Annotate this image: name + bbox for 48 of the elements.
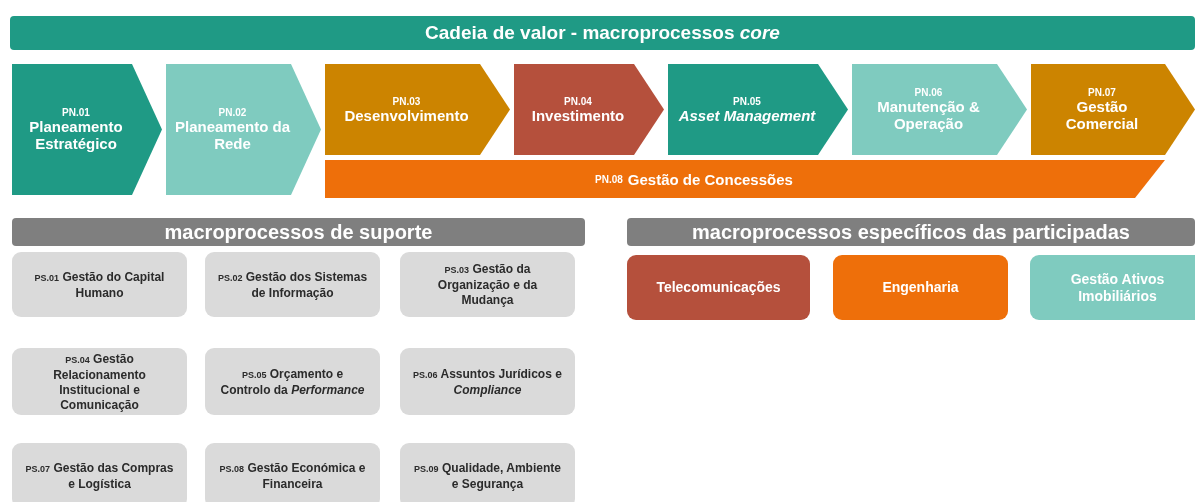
value-chain-step bbox=[1031, 64, 1195, 155]
process-code: PN.04 bbox=[564, 95, 592, 107]
process-code: PN.01 bbox=[62, 107, 90, 118]
process-label: PS.04 Gestão Relacionamento Institucional e Comunicação bbox=[52, 351, 147, 412]
process-label: PS.08 Gestão Económica e Financeira bbox=[218, 460, 367, 491]
value-chain-step bbox=[12, 64, 162, 195]
process-box bbox=[205, 252, 380, 317]
section-header: macroprocessos de suporte bbox=[12, 218, 585, 246]
value-chain-step bbox=[668, 64, 848, 155]
process-box: Engenharia bbox=[833, 255, 1008, 320]
process-box bbox=[400, 348, 575, 415]
process-label: PS.01 Gestão do Capital Humano bbox=[33, 269, 166, 300]
process-code: PN.07 bbox=[1088, 87, 1116, 98]
process-label: PS.09 Qualidade, Ambiente e Segurança bbox=[413, 460, 562, 491]
process-label: PS.07 Gestão das Compras e Logística bbox=[24, 460, 175, 491]
value-chain-step bbox=[852, 64, 1027, 155]
process-name: Planeamento da Rede bbox=[174, 118, 291, 152]
process-box bbox=[205, 348, 380, 415]
process-name: Asset Management bbox=[678, 106, 816, 124]
process-name: Gestão Comercial bbox=[1064, 98, 1140, 132]
process-code: PN.08 bbox=[595, 173, 623, 185]
value-chain-step bbox=[325, 64, 510, 155]
process-code: PN.03 bbox=[392, 95, 421, 107]
process-box: Telecomunicações bbox=[627, 255, 810, 320]
process-name: Investimento bbox=[531, 106, 625, 124]
value-chain-step bbox=[514, 64, 664, 155]
process-label: PS.03 Gestão da Organização e da Mudança bbox=[436, 261, 539, 308]
process-box bbox=[12, 348, 187, 415]
process-name: Gestão de Concessões bbox=[627, 170, 793, 188]
process-box bbox=[12, 252, 187, 317]
process-label: PS.06 Assuntos Jurídicos e Compliance bbox=[412, 366, 563, 397]
process-label: PS.02 Gestão dos Sistemas de Informação bbox=[217, 269, 368, 300]
process-name: Desenvolvimento bbox=[344, 106, 469, 124]
process-band bbox=[325, 160, 1165, 198]
process-code: PN.05 bbox=[733, 95, 761, 107]
process-box: Gestão Ativos Imobiliários bbox=[1030, 255, 1195, 320]
process-box bbox=[12, 443, 187, 502]
process-name: Planeamento Estratégico bbox=[28, 118, 124, 152]
process-box bbox=[400, 443, 575, 502]
process-box bbox=[400, 252, 575, 317]
value-chain-step bbox=[166, 64, 321, 195]
process-code: PN.02 bbox=[218, 107, 247, 118]
section-header: macroprocessos específicos das participadas bbox=[627, 218, 1195, 246]
process-name: Manutenção & Operação bbox=[876, 98, 981, 132]
process-box bbox=[205, 443, 380, 502]
title-banner: Cadeia de valor - macroprocessos core bbox=[10, 16, 1195, 50]
process-label: PS.05 Orçamento e Controlo da Performance bbox=[219, 366, 366, 397]
process-code: PN.06 bbox=[914, 87, 943, 98]
